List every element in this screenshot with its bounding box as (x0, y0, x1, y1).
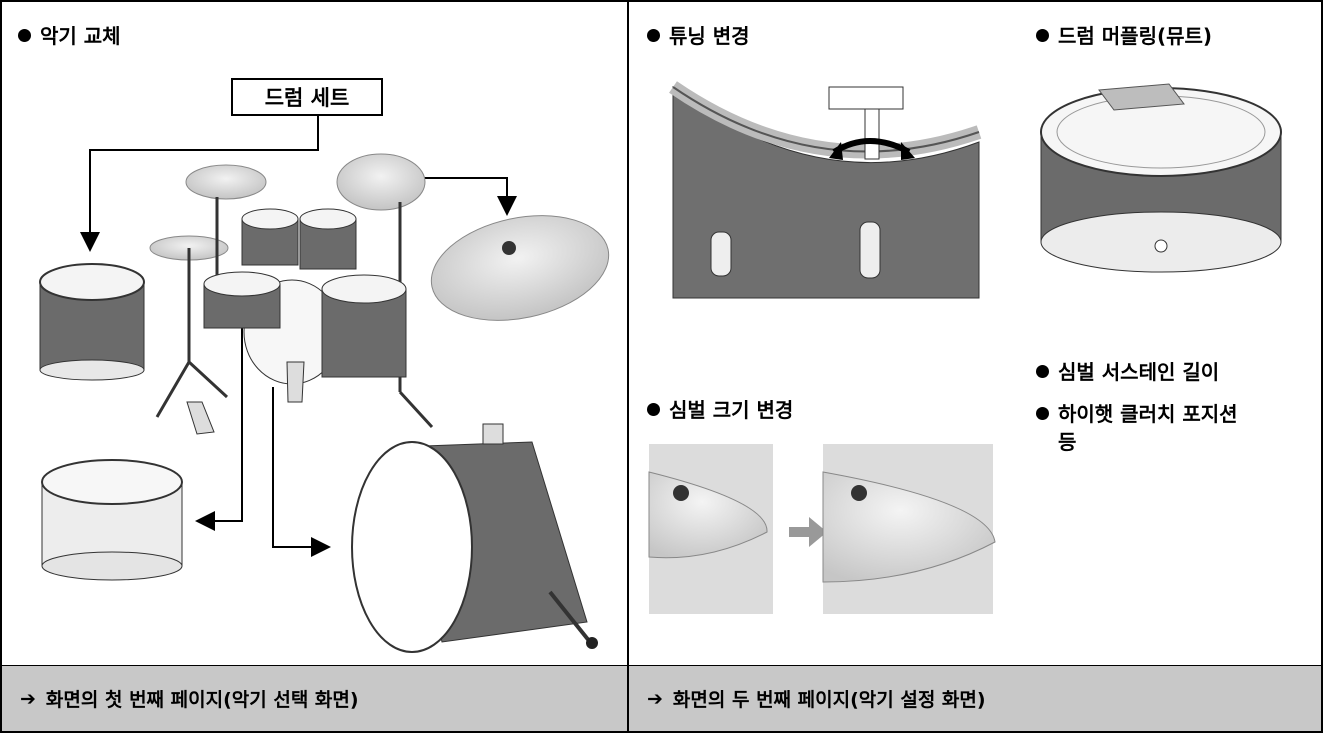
arrow-right-icon: ➔ (647, 687, 663, 710)
bullet-icon (1036, 407, 1049, 420)
drum-set-label: 드럼 세트 (231, 78, 383, 116)
bullet-icon (647, 29, 660, 42)
drum-set-illustration (39, 115, 610, 653)
right-footer-text: 화면의 두 번째 페이지(악기 설정 화면) (672, 689, 986, 711)
bullet-icon (1036, 365, 1049, 378)
muffling-illustration (1040, 83, 1282, 273)
cymbal-size-illustration (648, 444, 996, 614)
hihat-clutch-item: 하이햇 클러치 포지션 (1036, 400, 1238, 428)
arrow-right-icon: ➔ (20, 687, 36, 710)
left-footer-text: 화면의 첫 번째 페이지(악기 선택 화면) (45, 689, 359, 711)
instrument-change-heading: 악기 교체 (18, 22, 121, 50)
bullet-icon (1036, 29, 1049, 42)
instrument-settings-panel: 튜닝 변경 드럼 머플링(뮤트) 심벌 크기 변경 심벌 서스테인 길이 하이햇… (627, 0, 1323, 733)
bullet-icon (647, 403, 660, 416)
right-footer: ➔ 화면의 두 번째 페이지(악기 설정 화면) (629, 665, 1321, 731)
settings-illustrations (648, 81, 1282, 614)
sustain-item: 심벌 서스테인 길이 (1036, 358, 1219, 386)
left-footer: ➔ 화면의 첫 번째 페이지(악기 선택 화면) (2, 665, 627, 731)
instrument-change-panel: 악기 교체 드럼 세트 (0, 0, 629, 733)
tuning-heading: 튜닝 변경 (647, 22, 750, 50)
tuning-illustration (669, 81, 982, 299)
etc-item: 등 (1058, 430, 1077, 454)
cymbal-size-heading: 심벌 크기 변경 (647, 396, 793, 424)
muffling-heading: 드럼 머플링(뮤트) (1036, 22, 1212, 50)
bullet-icon (18, 29, 31, 42)
